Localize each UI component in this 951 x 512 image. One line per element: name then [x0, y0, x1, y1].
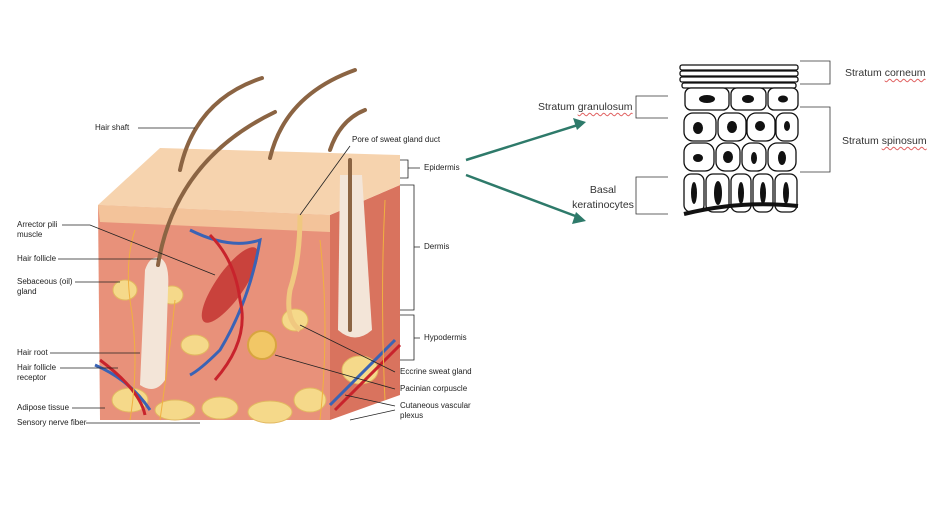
sweat-gland-duct — [286, 214, 303, 333]
hair-follicle — [140, 257, 169, 389]
label-sebaceous-1: Sebaceous (oil) — [17, 277, 73, 286]
epidermis-cells-drawing — [679, 64, 799, 216]
epidermis-top — [98, 148, 400, 215]
label-stratum-spinosum-word1: Stratum — [842, 135, 879, 147]
epidermis-front-band — [98, 205, 330, 232]
hair-follicle-right — [338, 175, 372, 338]
label-hypodermis: Hypodermis — [424, 333, 467, 342]
label-basal-1: Basal — [589, 184, 617, 196]
label-eccrine-sweat-gland: Eccrine sweat gland — [400, 367, 472, 376]
hair-shafts — [156, 68, 367, 332]
leader-lines — [50, 127, 420, 424]
label-cutaneous-vascular-1: Cutaneous vascular — [400, 401, 471, 410]
label-stratum-spinosum-word2: spinosum — [881, 135, 927, 147]
label-hair-root: Hair root — [17, 348, 48, 357]
label-sensory-nerve-fiber: Sensory nerve fiber — [17, 418, 87, 427]
label-stratum-corneum: Stratum corneum — [845, 66, 926, 80]
label-pore-sweat-gland-duct: Pore of sweat gland duct — [352, 135, 441, 144]
label-sebaceous-2: gland — [17, 287, 37, 296]
label-hair-follicle: Hair follicle — [17, 254, 57, 263]
label-hair-follicle-receptor-2: receptor — [17, 373, 47, 382]
label-stratum-granulosum-word2: granulosum — [577, 101, 633, 113]
label-stratum-spinosum: Stratum spinosum — [842, 134, 927, 148]
arrector-pili-muscle — [201, 247, 259, 323]
label-stratum-corneum-word2: corneum — [884, 67, 926, 79]
label-basal-2: keratinocytes — [572, 199, 634, 211]
label-cutaneous-vascular-2: plexus — [400, 411, 424, 420]
label-hair-follicle-receptor-1: Hair follicle — [17, 363, 57, 372]
layer-brackets — [635, 60, 831, 215]
label-stratum-granulosum: Stratum granulosum — [538, 100, 633, 114]
label-arrector-pili-2: muscle — [17, 230, 43, 239]
arrows — [465, 118, 586, 224]
label-hair-shaft: Hair shaft — [95, 123, 130, 132]
label-epidermis: Epidermis — [424, 163, 460, 172]
label-stratum-granulosum-word1: Stratum — [538, 101, 575, 113]
label-dermis: Dermis — [424, 242, 450, 251]
sensory-nerves — [127, 199, 386, 421]
blood-vessels — [94, 228, 402, 416]
label-arrector-pili-1: Arrector pili — [17, 220, 58, 229]
label-pacinian-corpuscle: Pacinian corpuscle — [400, 384, 468, 393]
pacinian-corpuscle — [247, 330, 277, 360]
label-adipose-tissue: Adipose tissue — [17, 403, 70, 412]
label-stratum-corneum-word1: Stratum — [845, 67, 882, 79]
